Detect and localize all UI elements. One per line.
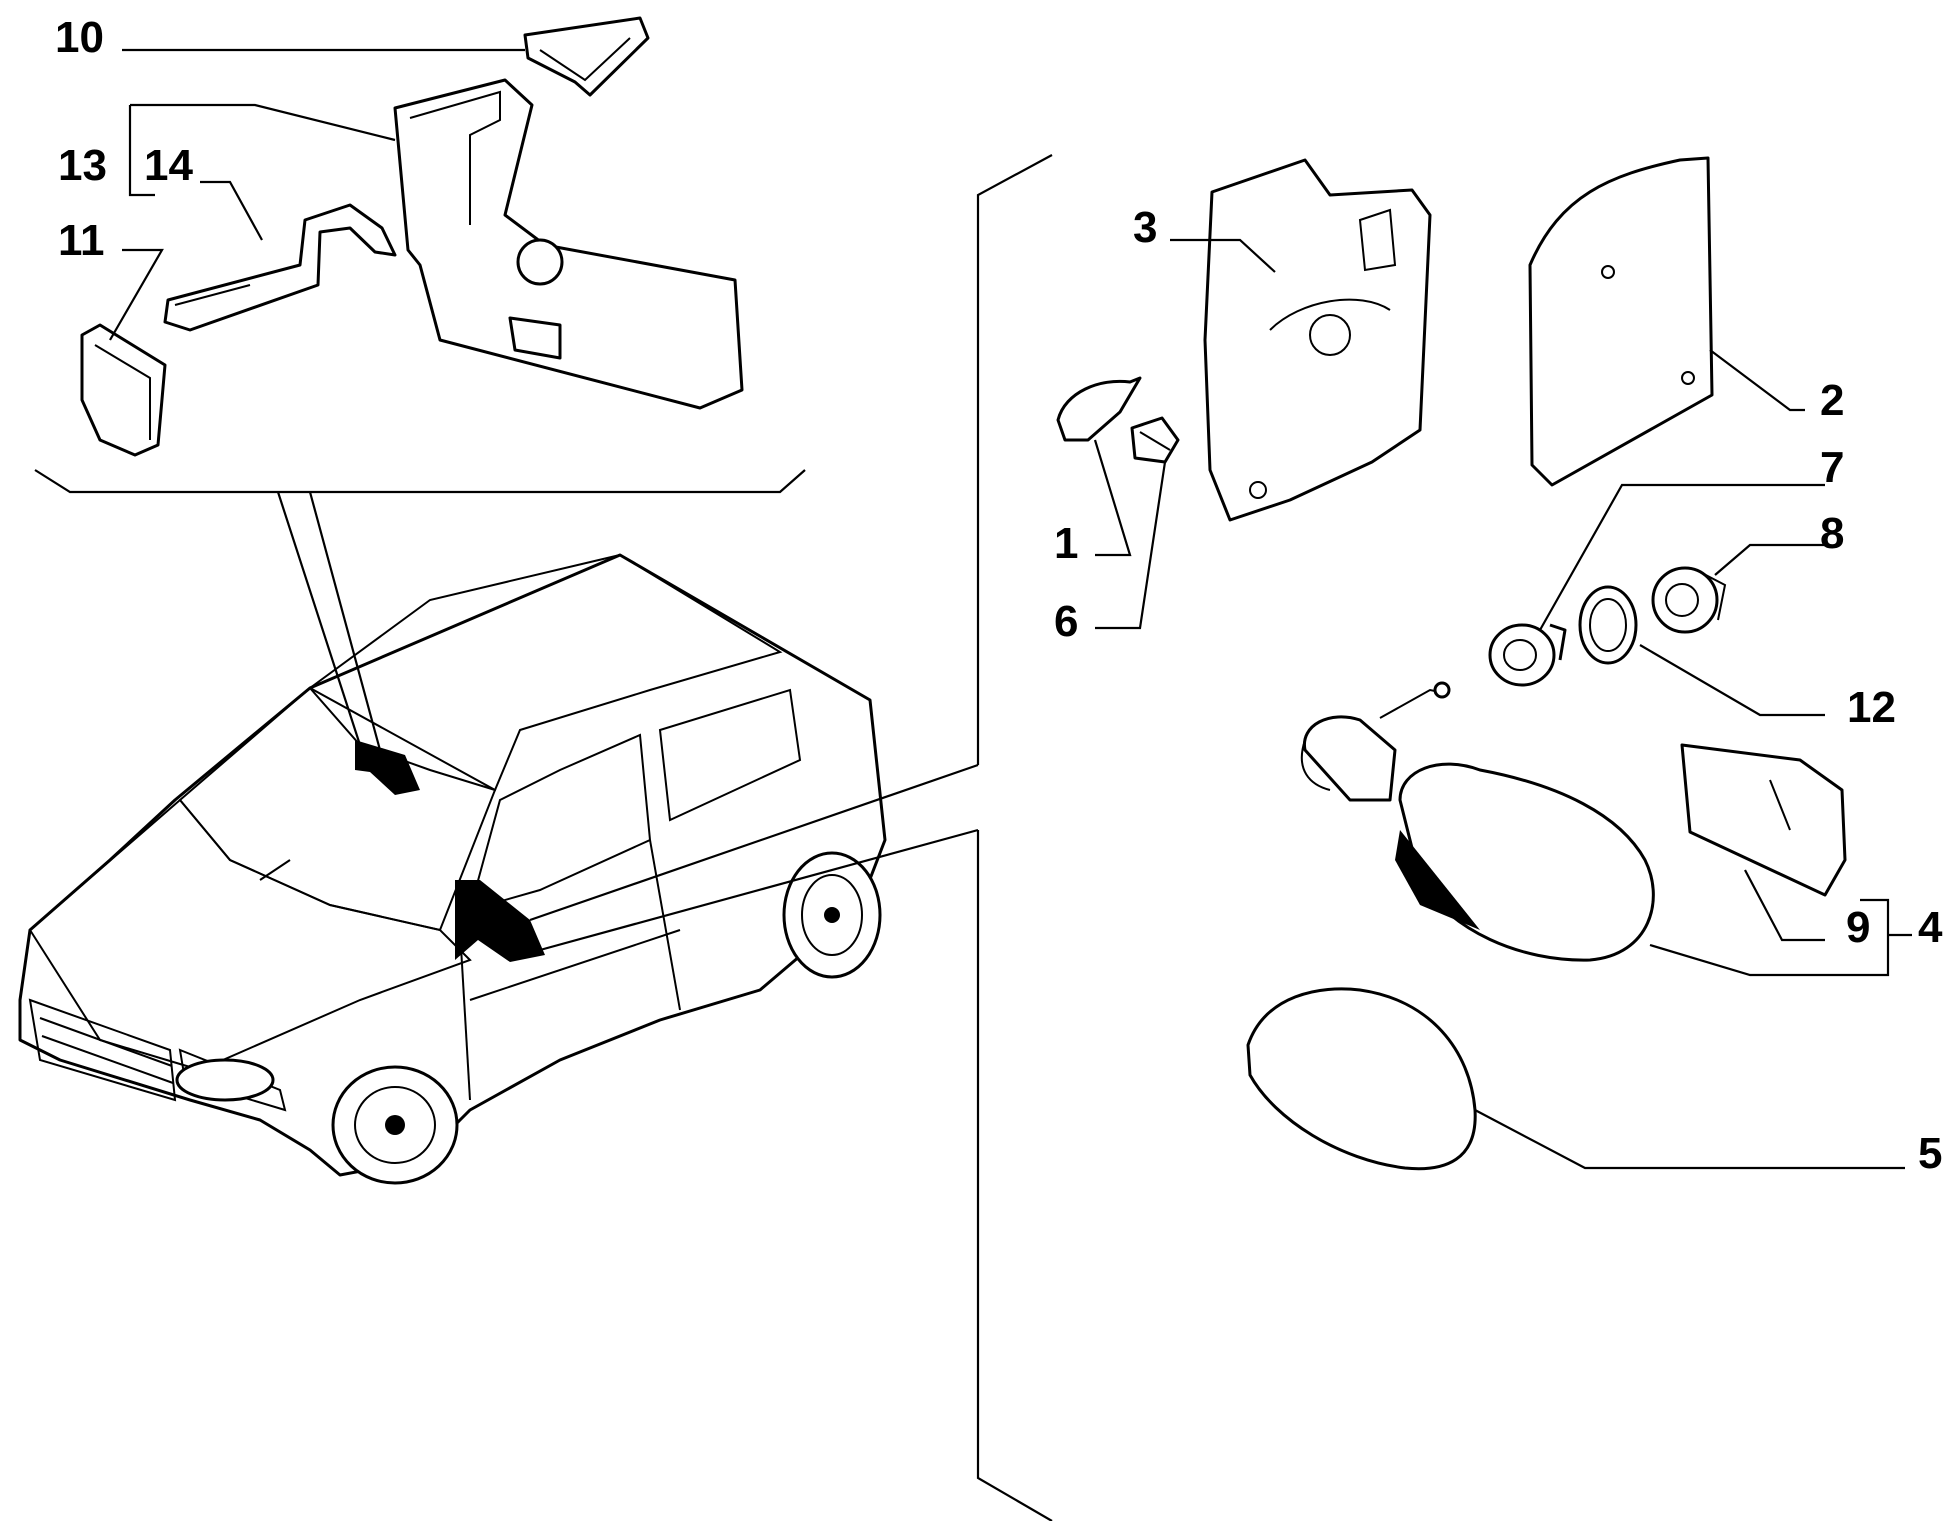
label-10: 10 [55, 13, 104, 62]
label-4: 4 [1918, 903, 1943, 952]
label-9: 9 [1846, 903, 1870, 952]
part-labels: 10 13 14 11 3 2 7 8 1 6 12 4 9 5 [55, 13, 1943, 1178]
label-14: 14 [144, 141, 193, 190]
label-3: 3 [1133, 203, 1157, 252]
label-13: 13 [58, 141, 107, 190]
label-1: 1 [1054, 519, 1078, 568]
label-7: 7 [1820, 443, 1844, 492]
interior-mirror-group [80, 16, 744, 457]
label-11: 11 [58, 216, 105, 265]
leader-lines [109, 48, 1912, 1170]
label-5: 5 [1918, 1129, 1942, 1178]
label-12: 12 [1847, 683, 1896, 732]
car-illustration [18, 491, 979, 1185]
label-2: 2 [1820, 376, 1844, 425]
label-8: 8 [1820, 509, 1844, 558]
exterior-mirror-group [1056, 156, 1847, 1171]
label-6: 6 [1054, 597, 1078, 646]
frame-lines [34, 154, 1053, 1521]
